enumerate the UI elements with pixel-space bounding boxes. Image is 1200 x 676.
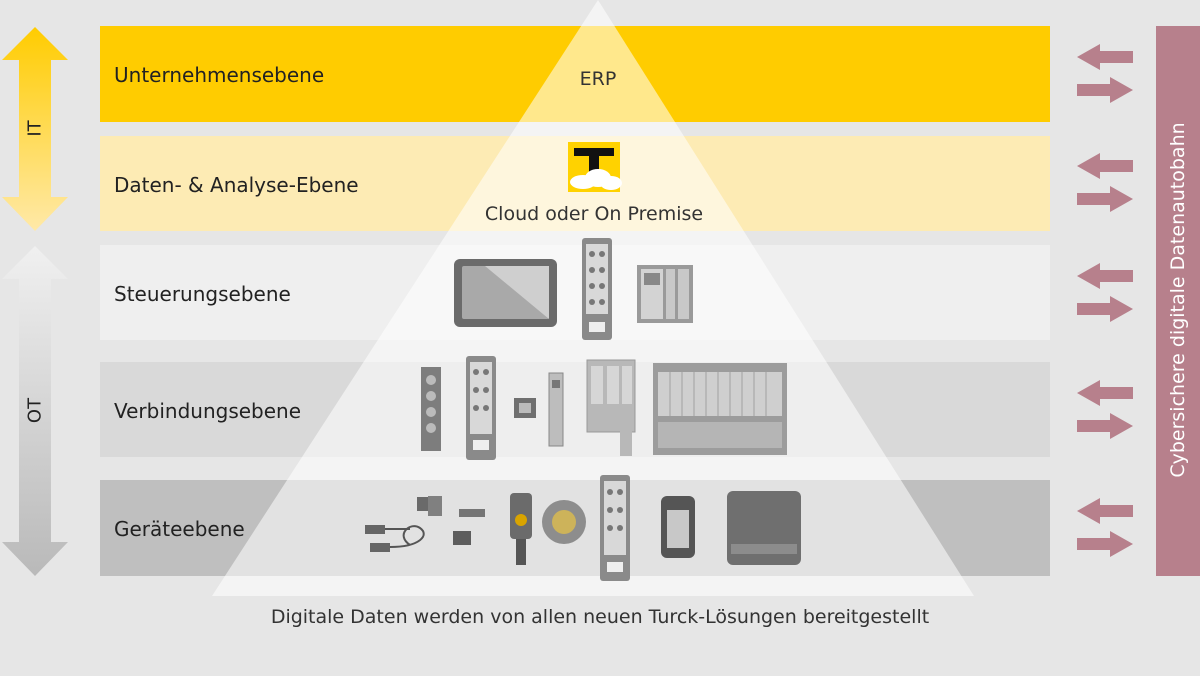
- layer-label-control: Steuerungsebene: [114, 282, 291, 306]
- it-label: IT: [24, 120, 46, 137]
- layer-connection: Verbindungsebene: [100, 362, 1050, 457]
- ot-label: OT: [24, 397, 46, 424]
- layer-label-enterprise: Unternehmensebene: [114, 63, 325, 87]
- caption: Digitale Daten werden von allen neuen Tu…: [270, 606, 930, 628]
- data-highway-bar: [1156, 26, 1200, 576]
- erp-label: ERP: [579, 68, 617, 90]
- layer-control: Steuerungsebene: [100, 245, 1050, 340]
- layer-label-device: Geräteebene: [114, 517, 245, 541]
- data-exchange-arrows: [1077, 44, 1133, 557]
- data-highway-label: Cybersichere digitale Datenautobahn: [1167, 122, 1189, 478]
- cloud-label: Cloud oder On Premise: [484, 203, 704, 225]
- layer-device: Geräteebene: [100, 480, 1050, 576]
- layer-label-connection: Verbindungsebene: [114, 399, 302, 423]
- layer-label-data-analysis: Daten- & Analyse-Ebene: [114, 173, 359, 197]
